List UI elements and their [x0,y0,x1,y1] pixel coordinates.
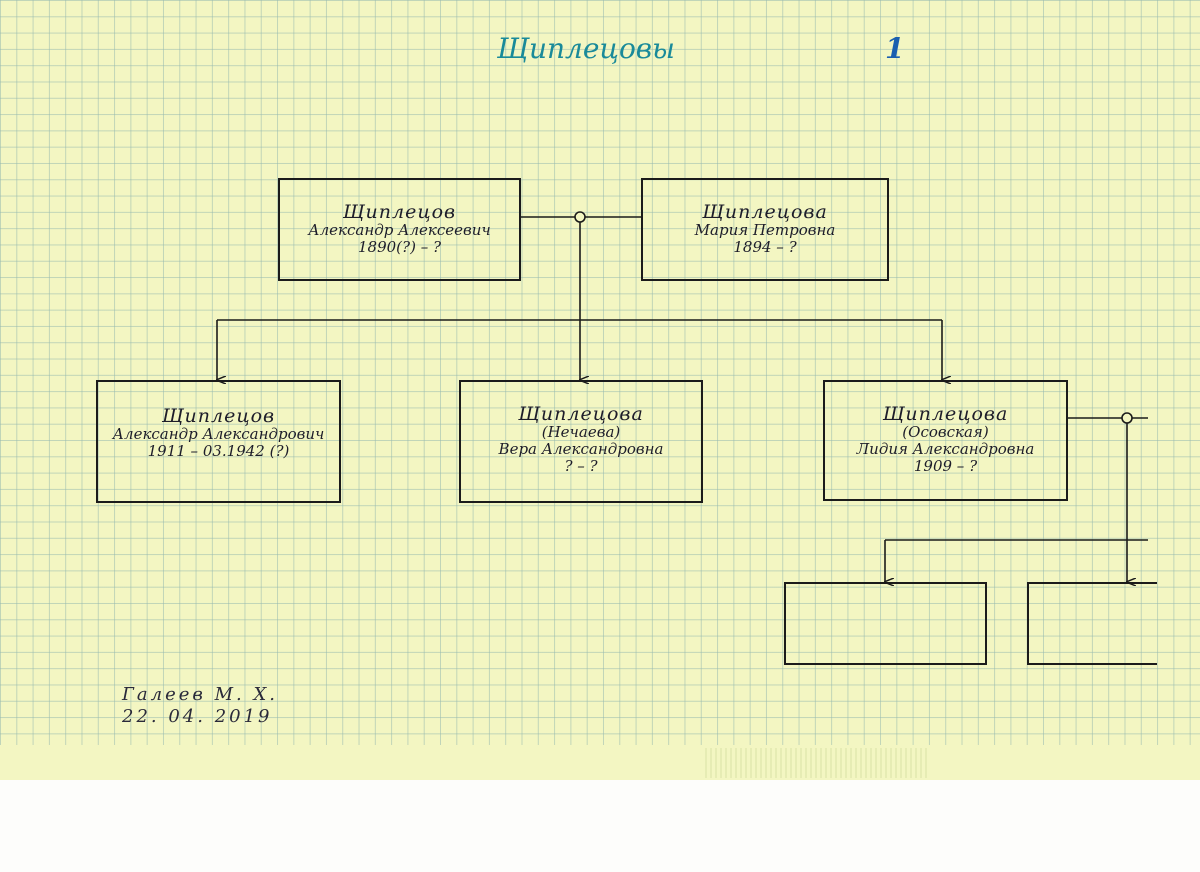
surname: Щиплецова [518,403,644,425]
surname: Щиплецов [342,201,457,223]
dates: ? – ? [564,457,598,475]
paper-tab-strip [705,748,927,778]
person-box-child-2: Щиплецова (Нечаева) Вера Александровна ?… [459,380,703,503]
graph-paper [0,0,1200,780]
marriage-node-2 [1121,412,1133,424]
author-name: Галеев М. Х. [122,684,279,705]
dates: 1894 – ? [733,238,797,256]
full-name: Лидия Александровна [856,440,1035,458]
dates: 1911 – 03.1942 (?) [147,442,290,460]
empty-person-box [1027,582,1157,665]
page-title: Щиплецовы [497,32,675,65]
full-name: Александр Алексеевич [308,221,491,239]
person-box-father: Щиплецов Александр Алексеевич 1890(?) – … [278,178,521,281]
dates: 1909 – ? [913,457,978,475]
author-signature: Галеев М. Х. 22. 04. 2019 [122,684,278,728]
author-date: 22. 04. 2019 [122,706,273,727]
empty-person-box [784,582,987,665]
person-box-mother: Щиплецова Мария Петровна 1894 – ? [641,178,889,281]
person-box-child-3: Щиплецова (Осовская) Лидия Александровна… [823,380,1068,501]
maiden-name: (Нечаева) [541,423,621,441]
page-number: 1 [885,32,905,65]
full-name: Вера Александровна [498,440,664,458]
dates: 1890(?) – ? [358,238,441,256]
maiden-name: (Осовская) [902,423,989,441]
surname: Щиплецов [161,405,276,427]
full-name: Александр Александрович [112,425,325,443]
paper-edge [0,745,1200,780]
surname: Щиплецова [882,403,1009,425]
person-box-child-1: Щиплецов Александр Александрович 1911 – … [96,380,341,503]
full-name: Мария Петровна [694,221,836,239]
surname: Щиплецова [702,201,828,223]
marriage-node [574,211,586,223]
